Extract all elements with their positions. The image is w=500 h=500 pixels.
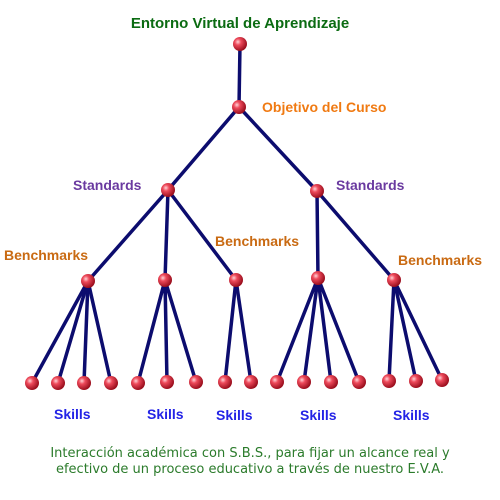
node-k15	[409, 374, 423, 388]
node-b4	[311, 271, 325, 285]
edge-b1-k4	[86, 279, 113, 385]
node-b2	[158, 273, 172, 287]
edge-b2-k7	[163, 278, 198, 384]
edge-b5-k15	[392, 278, 418, 383]
node-root	[233, 37, 247, 51]
edge-s2-b4	[315, 189, 320, 280]
node-k9	[244, 375, 258, 389]
edge-b1-k2	[56, 279, 90, 385]
edge-b3-k9	[234, 278, 253, 384]
skills-label-4: Skills	[300, 407, 337, 423]
node-obj	[232, 100, 246, 114]
caption-line-2: efectivo de un proceso educativo a travé…	[55, 462, 445, 477]
edge-b1-k3	[82, 279, 90, 385]
node-k5	[131, 376, 145, 390]
benchmarks-label-center: Benchmarks	[215, 233, 300, 249]
caption: Interacción académica con S.B.S., para f…	[0, 446, 500, 478]
edge-s2-b5	[315, 189, 396, 282]
standards-label-left: Standards	[73, 177, 142, 193]
edge-b4-k11	[302, 276, 320, 384]
edge-b4-k10	[275, 276, 320, 384]
node-k4	[104, 376, 118, 390]
node-k3	[77, 376, 91, 390]
edge-b4-k12	[316, 276, 333, 384]
edge-b5-k14	[387, 278, 396, 383]
benchmarks-label-left: Benchmarks	[4, 247, 89, 263]
node-k1	[25, 376, 39, 390]
skills-label-1: Skills	[54, 406, 91, 422]
edge-b5-k16	[392, 278, 444, 382]
node-k2	[51, 376, 65, 390]
node-k12	[324, 375, 338, 389]
node-k6	[160, 375, 174, 389]
edge-s1-b2	[163, 188, 170, 282]
node-s2	[310, 184, 324, 198]
edge-b2-k6	[163, 278, 169, 384]
node-b1	[81, 274, 95, 288]
node-b5	[387, 273, 401, 287]
standards-label-right: Standards	[336, 177, 405, 193]
skills-label-3: Skills	[216, 407, 253, 423]
edge-b4-k13	[316, 276, 361, 384]
node-s1	[161, 183, 175, 197]
diagram-title: Entorno Virtual de Aprendizaje	[130, 15, 350, 32]
edge-b2-k5	[136, 278, 167, 385]
skills-label-5: Skills	[393, 407, 430, 423]
node-k7	[189, 375, 203, 389]
skills-label-2: Skills	[147, 406, 184, 422]
objective-label: Objetivo del Curso	[262, 99, 387, 115]
node-k14	[382, 374, 396, 388]
node-k10	[270, 375, 284, 389]
edge-s1-b3	[166, 188, 238, 282]
edge-obj-s1	[166, 105, 241, 192]
node-k13	[352, 375, 366, 389]
node-k16	[435, 373, 449, 387]
node-b3	[229, 273, 243, 287]
edge-root-obj	[237, 42, 242, 109]
node-k11	[297, 375, 311, 389]
edge-obj-s2	[237, 105, 319, 193]
benchmarks-label-right: Benchmarks	[398, 252, 483, 268]
edge-s1-b1	[86, 188, 170, 283]
edge-b3-k8	[223, 278, 238, 384]
node-k8	[218, 375, 232, 389]
edge-b1-k1	[30, 279, 90, 385]
caption-line-1: Interacción académica con S.B.S., para f…	[50, 446, 450, 461]
